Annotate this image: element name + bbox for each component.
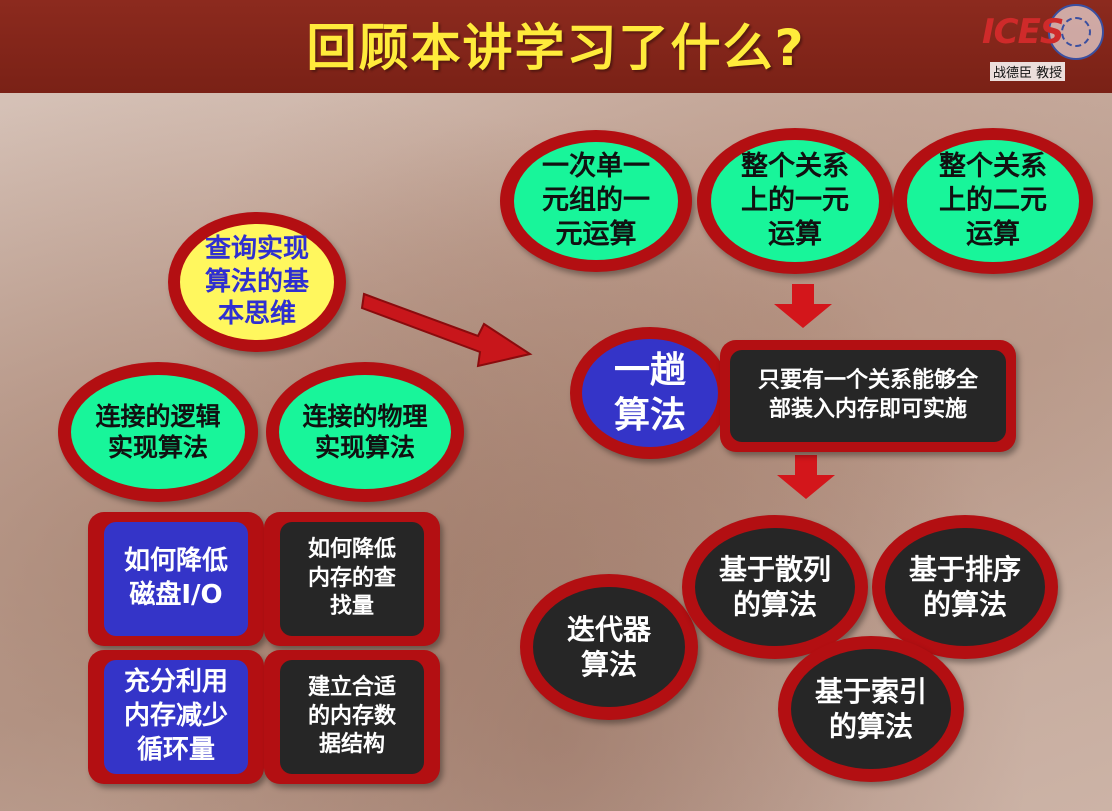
join-item-1: 如何降低 磁盘I/O [104,522,248,636]
kind-iterator-oval: 迭代器 算法 [520,574,698,720]
op-oval-3: 整个关系 上的二元 运算 [893,128,1093,274]
kind-iterator-label: 迭代器 算法 [533,587,685,707]
op-oval-2-label: 整个关系 上的一元 运算 [711,140,879,262]
join-physical-label: 连接的物理 实现算法 [279,375,451,489]
one-pass-note-frame: 只要有一个关系能够全 部装入内存即可实施 [720,340,1016,452]
join-item-3-frame: 充分利用 内存减少 循环量 [88,650,264,784]
kind-sort-oval: 基于排序 的算法 [872,515,1058,659]
query-idea-oval: 查询实现 算法的基本思维 [168,212,346,352]
one-pass-note: 只要有一个关系能够全 部装入内存即可实施 [730,350,1006,442]
kind-hash-oval: 基于散列 的算法 [682,515,868,659]
author-label: 战德臣 教授 [990,62,1066,81]
join-item-2: 如何降低 内存的查 找量 [280,522,424,636]
main-arrow [360,292,533,368]
op-oval-1-label: 一次单一 元组的一 元运算 [514,142,678,260]
down-arrow-1 [774,284,832,328]
op-oval-1: 一次单一 元组的一 元运算 [500,130,692,272]
kind-index-oval: 基于索引 的算法 [778,636,964,782]
ices-logo: ICES 战德臣 教授 [982,4,1104,86]
header-bar: 回顾本讲学习了什么? ICES 战德臣 教授 [0,0,1112,93]
op-oval-3-label: 整个关系 上的二元 运算 [907,140,1079,262]
query-idea-label: 查询实现 算法的基本思维 [180,224,334,340]
page-title: 回顾本讲学习了什么? [306,19,806,77]
one-pass-label: 一趟 算法 [582,339,718,447]
down-arrow-2 [777,455,835,499]
join-logical-label: 连接的逻辑 实现算法 [71,375,245,489]
university-seal-icon [1048,4,1104,60]
op-oval-2: 整个关系 上的一元 运算 [697,128,893,274]
kind-index-label: 基于索引 的算法 [791,649,951,769]
join-item-4-frame: 建立合适 的内存数 据结构 [264,650,440,784]
logo-text: ICES [982,12,1064,52]
join-item-1-frame: 如何降低 磁盘I/O [88,512,264,646]
join-item-3: 充分利用 内存减少 循环量 [104,660,248,774]
kind-sort-label: 基于排序 的算法 [885,528,1045,646]
join-logical-oval: 连接的逻辑 实现算法 [58,362,258,502]
kind-hash-label: 基于散列 的算法 [695,528,855,646]
join-physical-oval: 连接的物理 实现算法 [266,362,464,502]
join-item-2-frame: 如何降低 内存的查 找量 [264,512,440,646]
join-item-4: 建立合适 的内存数 据结构 [280,660,424,774]
one-pass-oval: 一趟 算法 [570,327,730,459]
